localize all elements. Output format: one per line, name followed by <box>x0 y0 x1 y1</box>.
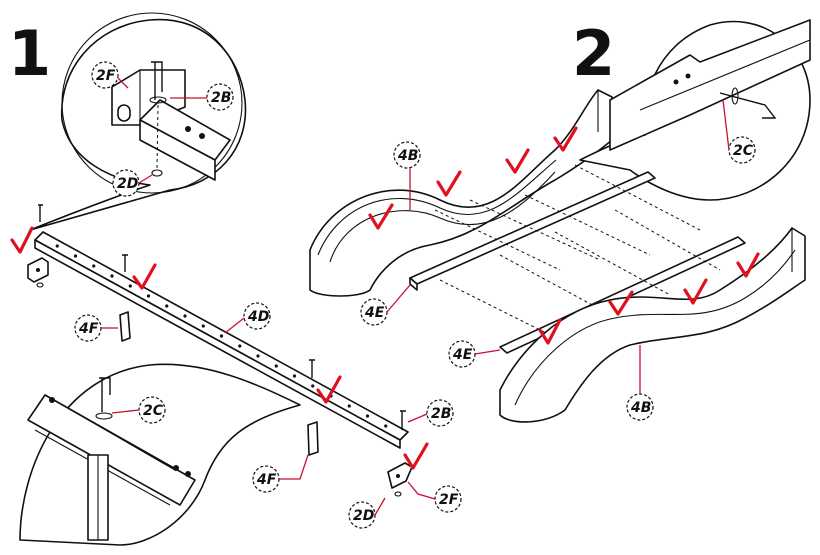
rail-hole <box>256 354 260 358</box>
svg-text:2B: 2B <box>431 406 451 422</box>
rail-hole <box>55 244 59 248</box>
svg-text:4D: 4D <box>247 309 269 325</box>
bracket-right <box>387 462 413 497</box>
label-2C-step2: 2C <box>722 99 756 164</box>
rail-hole <box>73 254 78 258</box>
label-2F-bottom: 2F <box>407 481 462 513</box>
svg-text:4B: 4B <box>630 400 651 416</box>
svg-text:4B: 4B <box>397 148 418 164</box>
rail-hole <box>365 414 370 418</box>
red-check-icon-step2 <box>368 126 760 345</box>
label-4D: 4D <box>224 302 271 334</box>
detail-bubble-top <box>29 12 247 231</box>
rail-hole <box>165 304 169 308</box>
rail-4D <box>34 231 409 449</box>
rail-hole <box>238 344 242 348</box>
label-4B-upper: 4B <box>393 141 421 210</box>
label-2F-top: 2F <box>91 61 129 89</box>
svg-text:2C: 2C <box>143 403 164 419</box>
rail-4E-upper <box>409 171 656 291</box>
rail-hole <box>201 324 205 328</box>
rail-hole <box>219 334 224 338</box>
svg-text:2C: 2C <box>733 143 754 159</box>
svg-text:2D: 2D <box>117 176 138 192</box>
bolt-icon <box>122 254 128 272</box>
svg-text:4E: 4E <box>364 305 385 321</box>
leg-4F-left <box>119 311 131 342</box>
svg-text:4E: 4E <box>452 347 473 363</box>
svg-text:2D: 2D <box>353 508 374 524</box>
rail-hole <box>128 284 132 288</box>
svg-text:2F: 2F <box>439 492 459 508</box>
side-panel-4B-upper <box>309 89 613 297</box>
rail-hole <box>92 264 96 268</box>
detail-bubble-bottom <box>19 363 301 546</box>
assembly-guides <box>434 164 721 341</box>
rail-hole <box>292 374 297 378</box>
step-2-number: 2 <box>572 17 615 90</box>
side-panel-4B-lower <box>499 227 806 423</box>
bracket-left <box>27 204 49 288</box>
svg-text:2F: 2F <box>96 68 116 84</box>
rail-hole <box>183 314 187 318</box>
label-4E-upper: 4E <box>360 284 411 326</box>
label-2C-bottom: 2C <box>111 396 166 424</box>
rail-hole <box>311 384 315 388</box>
svg-text:4F: 4F <box>78 321 99 337</box>
rail-hole <box>146 294 151 298</box>
rail-hole <box>384 424 388 428</box>
rail-hole <box>110 274 114 278</box>
svg-text:2B: 2B <box>211 90 231 106</box>
bolt-right <box>309 359 406 430</box>
rail-hole <box>274 364 278 368</box>
label-4E-lower: 4E <box>448 340 501 368</box>
label-2D-bottom: 2D <box>348 497 386 529</box>
svg-text:4F: 4F <box>256 472 277 488</box>
label-2B-right: 2B <box>407 399 454 427</box>
label-4F-right: 4F <box>252 454 309 493</box>
label-4F-left: 4F <box>74 314 118 342</box>
rail-hole <box>347 404 351 408</box>
red-check-icon <box>10 226 429 470</box>
label-2B-top: 2B <box>170 83 234 111</box>
leg-4F-right <box>307 421 319 456</box>
label-2D-top: 2D <box>112 169 153 197</box>
label-4B-lower: 4B <box>626 345 654 421</box>
step-1-number: 1 <box>8 17 51 90</box>
